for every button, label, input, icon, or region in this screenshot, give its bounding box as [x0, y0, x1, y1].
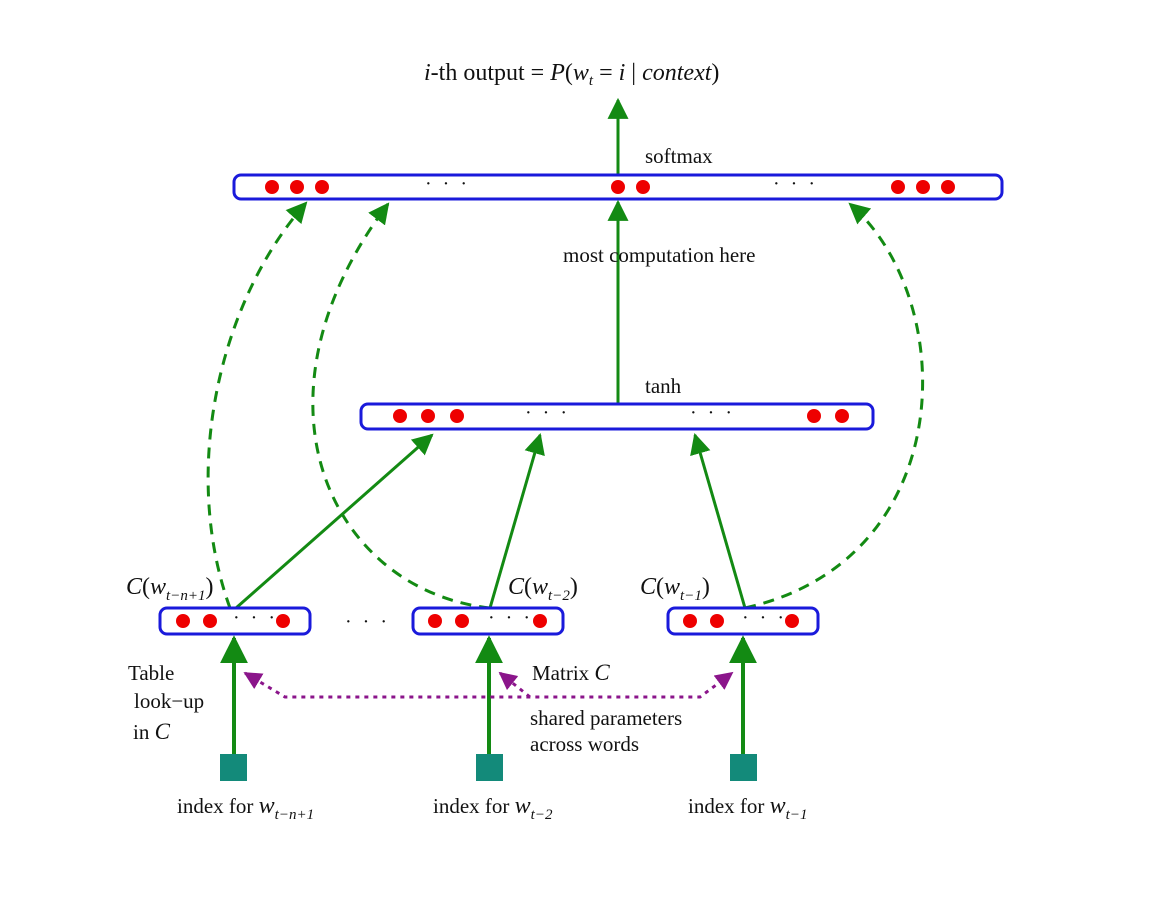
- softmax-label: softmax: [645, 144, 713, 168]
- most-computation-label: most computation here: [563, 243, 755, 267]
- output-equation: i-th output = P(wt = i | context): [424, 60, 719, 89]
- neuron: [636, 180, 650, 194]
- dashed-skip-left: [206, 201, 308, 609]
- neuron: [533, 614, 547, 628]
- neuron: [428, 614, 442, 628]
- embedding-neurons-middle: [428, 614, 547, 628]
- neuron: [835, 409, 849, 423]
- neuron: [203, 614, 217, 628]
- neuron: [176, 614, 190, 628]
- embedding-ellipsis-left: · · ·: [233, 607, 278, 629]
- tanh-ellipsis-right: · · ·: [690, 402, 735, 424]
- embedding-neurons-right: [683, 614, 799, 628]
- dashed-skip-right: [744, 202, 925, 610]
- neuron: [421, 409, 435, 423]
- neuron: [785, 614, 799, 628]
- embedding-box-right: [666, 606, 820, 636]
- tanh-ellipsis-left: · · ·: [525, 402, 570, 424]
- index-label-middle: index for wt−2: [433, 793, 553, 823]
- index-square-right: [730, 754, 757, 781]
- embedding-label-left: C(wt−n+1): [126, 574, 213, 604]
- neuron: [455, 614, 469, 628]
- index-label-right: index for wt−1: [688, 793, 807, 823]
- neuron: [393, 409, 407, 423]
- embedding-label-right: C(wt−1): [640, 574, 710, 604]
- softmax-neurons: [265, 180, 955, 194]
- neuron: [941, 180, 955, 194]
- embedding-neurons-left: [176, 614, 290, 628]
- neuron: [290, 180, 304, 194]
- index-square-left: [220, 754, 247, 781]
- shared-parameter-connector: [243, 671, 734, 699]
- arrow-left-embedding-to-tanh: [235, 433, 434, 610]
- tanh-neurons: [393, 409, 849, 423]
- tanh-layer-box: [359, 402, 875, 431]
- embedding-ellipsis-middle: · · ·: [488, 607, 533, 629]
- arrow-right-embedding-to-tanh: [690, 432, 747, 609]
- embedding-box-middle: [411, 606, 565, 636]
- matrix-c-label: Matrix C: [532, 660, 610, 685]
- index-label-left: index for wt−n+1: [177, 793, 314, 823]
- neuron: [611, 180, 625, 194]
- neuron: [807, 409, 821, 423]
- neuron: [276, 614, 290, 628]
- neuron: [710, 614, 724, 628]
- embedding-label-middle: C(wt−2): [508, 574, 578, 604]
- neuron: [265, 180, 279, 194]
- softmax-ellipsis-right: · · ·: [773, 173, 818, 195]
- neuron: [683, 614, 697, 628]
- neuron: [916, 180, 930, 194]
- index-square-middle: [476, 754, 503, 781]
- neuron: [891, 180, 905, 194]
- dashed-skip-middle: [311, 202, 491, 610]
- embedding-ellipsis-right: · · ·: [742, 607, 787, 629]
- embedding-box-left: [158, 606, 312, 636]
- neuron: [450, 409, 464, 423]
- shared-parameter-connector-middle: [498, 671, 531, 699]
- between-embeddings-ellipsis: · · ·: [345, 611, 390, 633]
- softmax-ellipsis-left: · · ·: [425, 173, 470, 195]
- tanh-label: tanh: [645, 374, 682, 398]
- shared-parameters-label: shared parameters across words: [530, 706, 687, 756]
- table-lookup-label: Table look−up in C: [128, 661, 209, 744]
- neuron: [315, 180, 329, 194]
- arrow-middle-embedding-to-tanh: [488, 432, 545, 609]
